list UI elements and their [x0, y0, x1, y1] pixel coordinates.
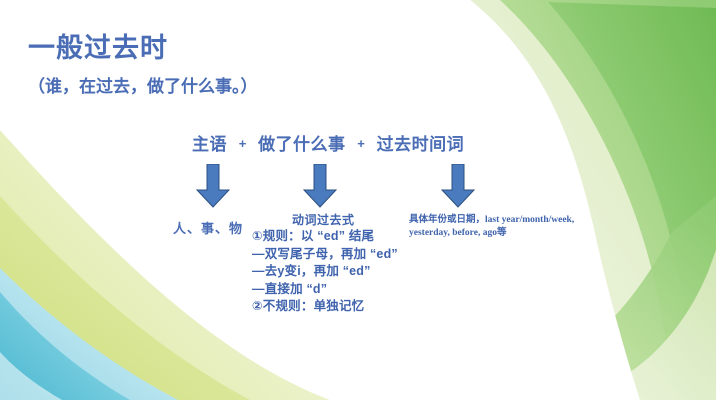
- arrow-down-icon-verb: [302, 164, 338, 208]
- arrow-down-icon-time: [440, 164, 476, 208]
- column-time: 具体年份或日期，last year/month/week, yesterday,…: [409, 214, 574, 239]
- column-verb-line-4: —直接加 “d”: [252, 281, 328, 296]
- column-time-line-2-en: yesterday, before, ago: [409, 227, 497, 238]
- page-subtitle: （谁，在过去，做了什么事。）: [28, 77, 258, 96]
- cyan-swoosh-outer: [0, 268, 178, 400]
- column-verb-heading: 动词过去式: [292, 213, 355, 227]
- green-swoosh-mid: [500, 0, 716, 400]
- formula-plus-1: +: [238, 136, 247, 151]
- column-verb: 动词过去式 ①规则：以 “ed” 结尾 —双写尾子母，再加 “ed” —去y变i…: [252, 213, 398, 316]
- column-verb-line-1: ①规则：以 “ed” 结尾: [252, 229, 375, 243]
- green-swoosh-outer: [470, 0, 716, 400]
- page-title: 一般过去时: [28, 33, 168, 63]
- column-time-line-1-cn: 具体年份或日期，: [409, 214, 486, 225]
- green-swoosh-inner: [548, 2, 716, 400]
- cyan-swoosh-tip: [0, 352, 62, 400]
- column-time-line-1: 具体年份或日期，last year/month/week,: [409, 214, 574, 227]
- formula-part-subject: 主语: [192, 135, 227, 154]
- column-subject-heading: 人、事、物: [173, 221, 244, 236]
- column-verb-line-5: ②不规则：单独记忆: [252, 299, 365, 313]
- green-swoosh-lower-pale: [560, 250, 716, 400]
- formula-part-action: 做了什么事: [258, 135, 346, 154]
- column-time-line-2: yesterday, before, ago等: [409, 227, 574, 240]
- column-time-line-2-cn: 等: [496, 226, 507, 238]
- formula-plus-2: +: [357, 136, 365, 151]
- column-verb-line-3: —去y变i，再加 “ed”: [252, 264, 371, 278]
- arrow-down-icon-subject: [195, 164, 231, 208]
- column-time-line-1-en: last year/month/week,: [485, 215, 575, 225]
- column-verb-line-2: —双写尾子母，再加 “ed”: [252, 246, 398, 261]
- formula-part-time: 过去时间词: [376, 135, 465, 154]
- formula-row: 主语 + 做了什么事 + 过去时间词: [192, 130, 464, 155]
- cyan-swoosh-inner: [0, 292, 130, 400]
